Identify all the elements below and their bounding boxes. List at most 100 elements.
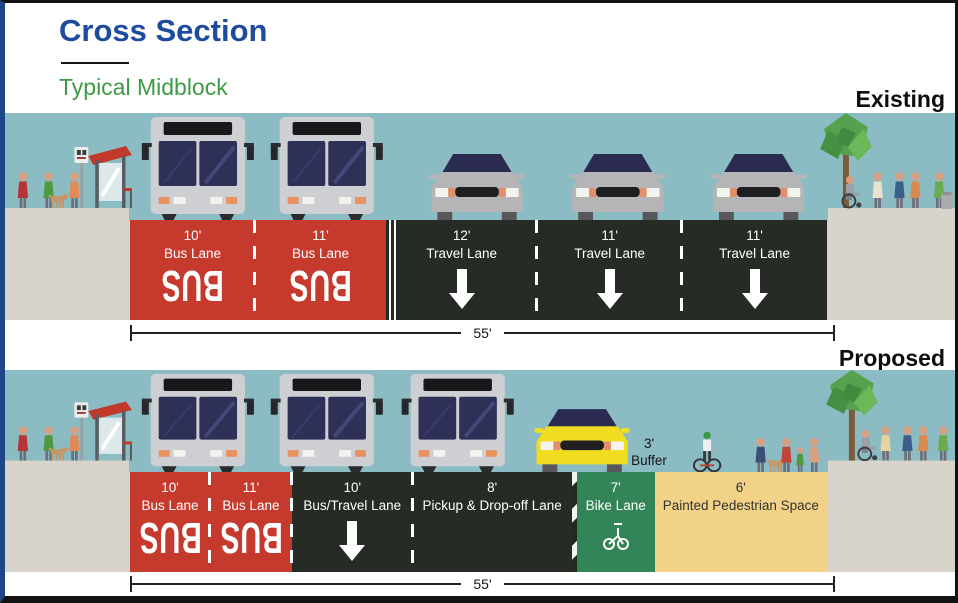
lane-divider-dashed [535, 220, 539, 320]
page-title: Cross Section [59, 13, 268, 48]
left-sidewalk [5, 220, 130, 320]
right-sidewalk-curb [828, 208, 955, 220]
pedestrian-icon [17, 172, 29, 208]
lane-name: Bus/Travel Lane [303, 497, 402, 513]
proposed-road: 10' Bus Lane BUS 11' Bus Lane BUS 10' Bu… [5, 472, 955, 572]
existing-dimension-row: 55' [5, 320, 955, 346]
lane-name: Bus Lane [292, 245, 350, 261]
bus-pavement-marking: BUS [219, 512, 283, 561]
proposed-lane-bus-11: 11' Bus Lane BUS [208, 472, 292, 572]
dimension-line-segment [503, 583, 833, 585]
down-arrow-icon [448, 269, 475, 310]
lane-width: 11' [746, 228, 763, 243]
lane-name: Pickup & Drop-off Lane [422, 497, 562, 513]
lane-name: Painted Pedestrian Space [662, 497, 819, 513]
bus-icon [268, 115, 385, 220]
pedestrian-icon [872, 172, 883, 208]
lane-name: Bus Lane [163, 245, 221, 261]
proposed-lane-painted-ped-6: 6' Painted Pedestrian Space [654, 472, 827, 572]
header: Cross Section Typical Midblock Existing [5, 3, 955, 113]
lane-width: 11' [242, 480, 260, 495]
pedestrian-icon [781, 437, 792, 472]
lane-divider-dashed [289, 472, 293, 572]
existing-lane-travel-11a: 11' Travel Lane [535, 220, 683, 320]
lane-width: 10' [343, 480, 362, 495]
dimension-line-segment [132, 332, 462, 334]
car-icon [570, 154, 666, 220]
lane-label: 6' Painted Pedestrian Space [655, 472, 827, 514]
down-arrow-icon [741, 269, 768, 310]
existing-lane-travel-11b: 11' Travel Lane [680, 220, 828, 320]
lane-label: 11' Bus Lane [255, 220, 386, 262]
lane-divider-dashed [680, 220, 684, 320]
bus-pavement-marking: BUS [289, 260, 352, 309]
lane-width: 10' [183, 228, 202, 243]
proposed-scene-illustration [5, 370, 955, 472]
lane-label: 10' Bus Lane [130, 472, 210, 514]
existing-scene [5, 113, 955, 220]
right-sidewalk [827, 220, 955, 320]
bike-pavement-marking-icon [602, 523, 629, 551]
lane-name: Bike Lane [585, 497, 646, 513]
existing-scene-illustration [5, 113, 955, 220]
wheelchair-user-icon [857, 429, 879, 462]
existing-lane-travel-12: 12' Travel Lane [386, 220, 538, 320]
car-icon [711, 154, 807, 220]
lane-label: 7' Bike Lane [577, 472, 655, 514]
lane-label: 12' Travel Lane [386, 220, 537, 262]
dimension-line-segment [132, 583, 462, 585]
bus-shelter-icon [86, 144, 134, 210]
proposed-scene: 3' Buffer [5, 370, 955, 472]
lane-divider-dashed [252, 220, 256, 320]
title-underline [61, 62, 129, 64]
dimension-tick [833, 325, 835, 341]
total-width-label: 55' [473, 325, 492, 341]
bus-shelter-icon [86, 399, 134, 463]
pedestrian-icon [910, 172, 921, 208]
bus-icon [139, 115, 256, 220]
proposed-lane-bike-7: 7' Bike Lane [576, 472, 655, 572]
car-icon [429, 154, 525, 220]
existing-lane-bus-10: 10' Bus Lane BUS [130, 220, 255, 320]
pedestrian-icon [17, 426, 29, 461]
down-arrow-icon [339, 521, 366, 562]
total-width-label: 55' [473, 576, 492, 592]
lane-label: 8' Pickup & Drop-off Lane [413, 472, 572, 514]
right-sidewalk-curb [828, 460, 955, 472]
proposed-dimension-row: 55' [5, 572, 955, 596]
lane-divider-double-white [389, 220, 397, 320]
dimension-line: 55' [130, 576, 835, 592]
existing-lanes: 10' Bus Lane BUS 11' Bus Lane BUS 12' Tr… [130, 220, 828, 320]
bus-icon [139, 371, 256, 472]
page-subtitle: Typical Midblock [59, 74, 228, 100]
lane-name: Travel Lane [719, 245, 790, 261]
lane-label: 11' Travel Lane [682, 220, 827, 262]
pedestrian-icon [880, 426, 891, 461]
pedestrian-icon [902, 426, 913, 461]
lane-name: Bus Lane [222, 497, 280, 513]
lane-width: 6' [735, 480, 746, 495]
lane-width: 11' [312, 228, 329, 243]
lane-width: 12' [452, 228, 471, 243]
pedestrian-icon [937, 426, 949, 461]
lane-width: 11' [601, 228, 618, 243]
proposed-lane-bus-10: 10' Bus Lane BUS [130, 472, 211, 572]
lane-label: 10' Bus/Travel Lane [292, 472, 413, 514]
lane-width: 7' [610, 480, 621, 495]
lane-label: 10' Bus Lane [130, 220, 255, 262]
dimension-line-segment [503, 332, 833, 334]
lane-divider-dashed [410, 472, 414, 572]
cyclist-icon [692, 430, 722, 472]
left-sidewalk-curb [5, 460, 129, 472]
proposed-lane-bus-travel-10: 10' Bus/Travel Lane [289, 472, 413, 572]
buffer-callout: 3' Buffer [609, 436, 689, 470]
lane-width: 8' [487, 480, 498, 495]
existing-road: 10' Bus Lane BUS 11' Bus Lane BUS 12' Tr… [5, 220, 955, 320]
buffer-width: 3' [643, 436, 655, 452]
proposed-lane-pickup-dropoff-8: 8' Pickup & Drop-off Lane [410, 472, 572, 572]
dimension-line: 55' [130, 325, 835, 341]
dimension-tick [130, 576, 132, 592]
bus-icon [399, 371, 516, 472]
right-sidewalk [827, 472, 955, 572]
